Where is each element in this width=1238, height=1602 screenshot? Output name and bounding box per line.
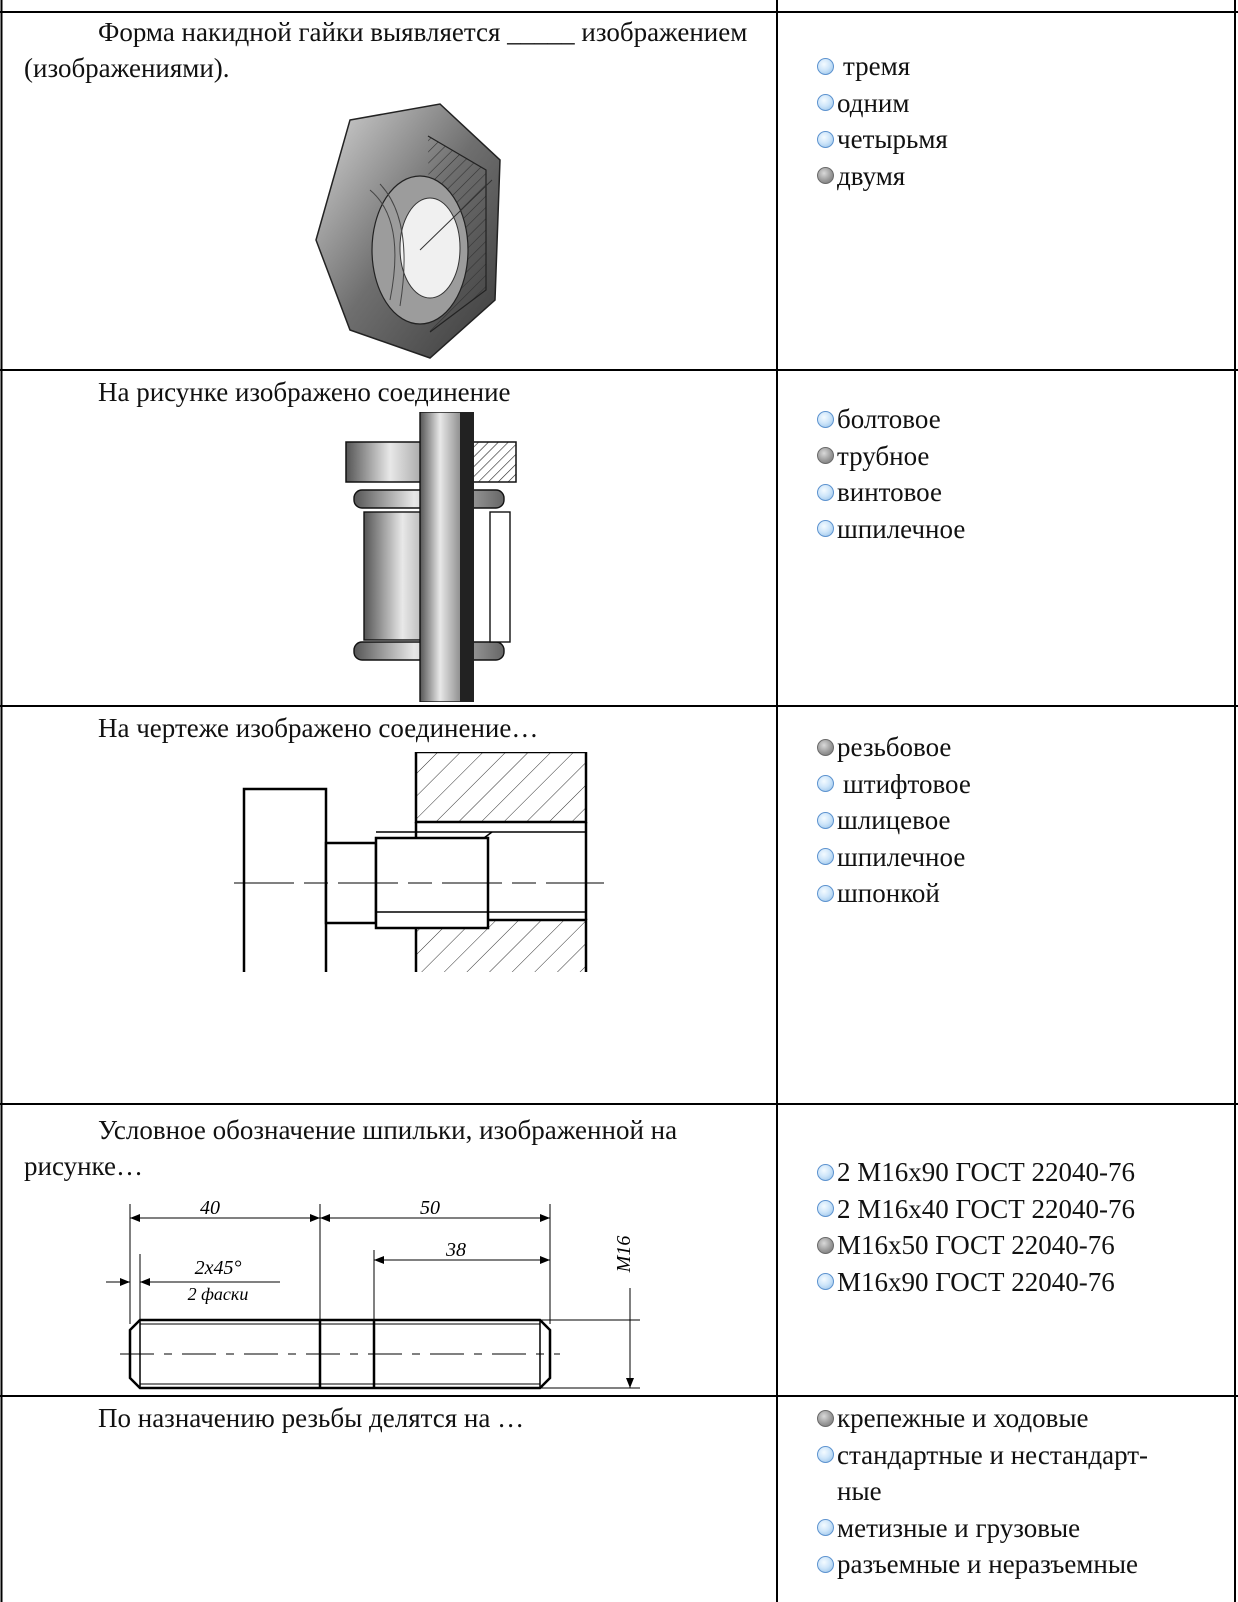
option-q4-3[interactable]: М16х50 ГОСТ 22040-76 bbox=[817, 1227, 1135, 1264]
radio-icon[interactable] bbox=[817, 1445, 834, 1463]
option-q2-2[interactable]: трубное bbox=[817, 438, 965, 475]
option-q2-3[interactable]: винтовое bbox=[817, 474, 965, 511]
question-cell-5: По назначению резьбы делятся на … bbox=[0, 1396, 777, 1602]
question-cell-2: На рисунке изображено соединение bbox=[0, 370, 777, 706]
option-q3-3[interactable]: шлицевое bbox=[817, 802, 971, 839]
dim-label-40: 40 bbox=[200, 1197, 220, 1219]
threaded-joint-drawing bbox=[234, 752, 604, 972]
option-q4-4[interactable]: М16х90 ГОСТ 22040-76 bbox=[817, 1264, 1135, 1301]
answer-cell-1: тремя одним четырьмя двумя bbox=[777, 0, 1236, 370]
radio-icon[interactable] bbox=[817, 811, 834, 829]
answer-cell-5: крепежные и ходовые стандартные и нестан… bbox=[777, 1396, 1236, 1602]
radio-icon[interactable] bbox=[817, 94, 834, 112]
radio-icon[interactable] bbox=[817, 1200, 834, 1218]
answer-cell-4: 2 М16х90 ГОСТ 22040-76 2 М16х40 ГОСТ 220… bbox=[777, 1104, 1236, 1396]
chamfer-note: 2 фаски bbox=[188, 1284, 249, 1304]
thread-label: М16 bbox=[613, 1236, 635, 1274]
chamfer-label: 2х45° bbox=[195, 1257, 242, 1279]
option-q3-5[interactable]: шпонкой bbox=[817, 875, 971, 912]
option-q5-4[interactable]: разъемные и неразъемные bbox=[817, 1546, 1148, 1583]
dim-label-38: 38 bbox=[445, 1239, 466, 1261]
question-text-3: На чертеже изображено соединение… bbox=[98, 713, 539, 743]
options-q2: болтовое трубное винтовое шпилечное bbox=[817, 401, 965, 547]
answer-cell-3: резьбовое штифтовое шлицевое шпилечное ш… bbox=[777, 706, 1236, 1104]
radio-icon[interactable] bbox=[817, 1555, 834, 1573]
radio-icon[interactable] bbox=[817, 1519, 834, 1537]
radio-icon[interactable] bbox=[817, 1273, 834, 1291]
radio-icon[interactable] bbox=[817, 848, 834, 866]
option-q2-1[interactable]: болтовое bbox=[817, 401, 965, 438]
question-cell-4: Условное обозначение шпильки, изображенн… bbox=[0, 1104, 777, 1396]
option-q2-4[interactable]: шпилечное bbox=[817, 511, 965, 548]
option-q4-1[interactable]: 2 М16х90 ГОСТ 22040-76 bbox=[817, 1154, 1135, 1191]
option-q3-4[interactable]: шпилечное bbox=[817, 839, 971, 876]
options-q3: резьбовое штифтовое шлицевое шпилечное ш… bbox=[817, 729, 971, 912]
question-text-1: Форма накидной гайки выявляется _____ из… bbox=[24, 17, 748, 83]
option-q5-3[interactable]: метизные и грузовые bbox=[817, 1510, 1148, 1547]
option-q5-2[interactable]: стандартные и нестандарт- ные bbox=[817, 1437, 1148, 1510]
question-cell-1: Форма накидной гайки выявляется _____ из… bbox=[0, 0, 777, 370]
question-text-4: Условное обозначение шпильки, изображенн… bbox=[24, 1115, 678, 1181]
radio-selected-icon[interactable] bbox=[817, 1236, 834, 1254]
options-q4: 2 М16х90 ГОСТ 22040-76 2 М16х40 ГОСТ 220… bbox=[817, 1154, 1135, 1300]
options-q1: тремя одним четырьмя двумя bbox=[817, 48, 948, 194]
radio-icon[interactable] bbox=[817, 884, 834, 902]
options-q5: крепежные и ходовые стандартные и нестан… bbox=[817, 1400, 1148, 1583]
radio-icon[interactable] bbox=[817, 1163, 834, 1181]
answer-cell-2: болтовое трубное винтовое шпилечное bbox=[777, 370, 1236, 706]
question-text-2: На рисунке изображено соединение bbox=[98, 377, 511, 407]
cap-nut-figure bbox=[315, 103, 501, 359]
radio-selected-icon[interactable] bbox=[817, 738, 834, 756]
option-q3-1[interactable]: резьбовое bbox=[817, 729, 971, 766]
radio-selected-icon[interactable] bbox=[817, 1409, 834, 1427]
radio-selected-icon[interactable] bbox=[817, 167, 834, 185]
stud-drawing: 40 50 38 2х45° 2 фаски М16 bbox=[106, 1197, 640, 1390]
radio-icon[interactable] bbox=[817, 775, 834, 793]
question-row-2: На рисунке изображено соединение bbox=[0, 370, 1236, 706]
pipe-joint-figure bbox=[345, 412, 517, 702]
option-q1-4[interactable]: двумя bbox=[817, 158, 948, 195]
question-row-4: Условное обозначение шпильки, изображенн… bbox=[0, 1104, 1236, 1396]
option-q5-1[interactable]: крепежные и ходовые bbox=[817, 1400, 1148, 1437]
option-q4-2[interactable]: 2 М16х40 ГОСТ 22040-76 bbox=[817, 1191, 1135, 1228]
radio-icon[interactable] bbox=[817, 57, 834, 75]
radio-icon[interactable] bbox=[817, 130, 834, 148]
question-row-1: Форма накидной гайки выявляется _____ из… bbox=[0, 0, 1236, 370]
option-q1-3[interactable]: четырьмя bbox=[817, 121, 948, 158]
question-row-5: По назначению резьбы делятся на … крепеж… bbox=[0, 1396, 1236, 1602]
radio-icon[interactable] bbox=[817, 483, 834, 501]
question-text-5: По назначению резьбы делятся на … bbox=[98, 1403, 525, 1433]
dim-label-50: 50 bbox=[420, 1197, 440, 1219]
question-cell-3: На чертеже изображено соединение… bbox=[0, 706, 777, 1104]
option-q1-2[interactable]: одним bbox=[817, 85, 948, 122]
radio-icon[interactable] bbox=[817, 410, 834, 428]
radio-selected-icon[interactable] bbox=[817, 447, 834, 465]
option-q1-1[interactable]: тремя bbox=[817, 48, 948, 85]
radio-icon[interactable] bbox=[817, 520, 834, 538]
question-row-3: На чертеже изображено соединение… bbox=[0, 706, 1236, 1104]
option-q3-2[interactable]: штифтовое bbox=[817, 766, 971, 803]
